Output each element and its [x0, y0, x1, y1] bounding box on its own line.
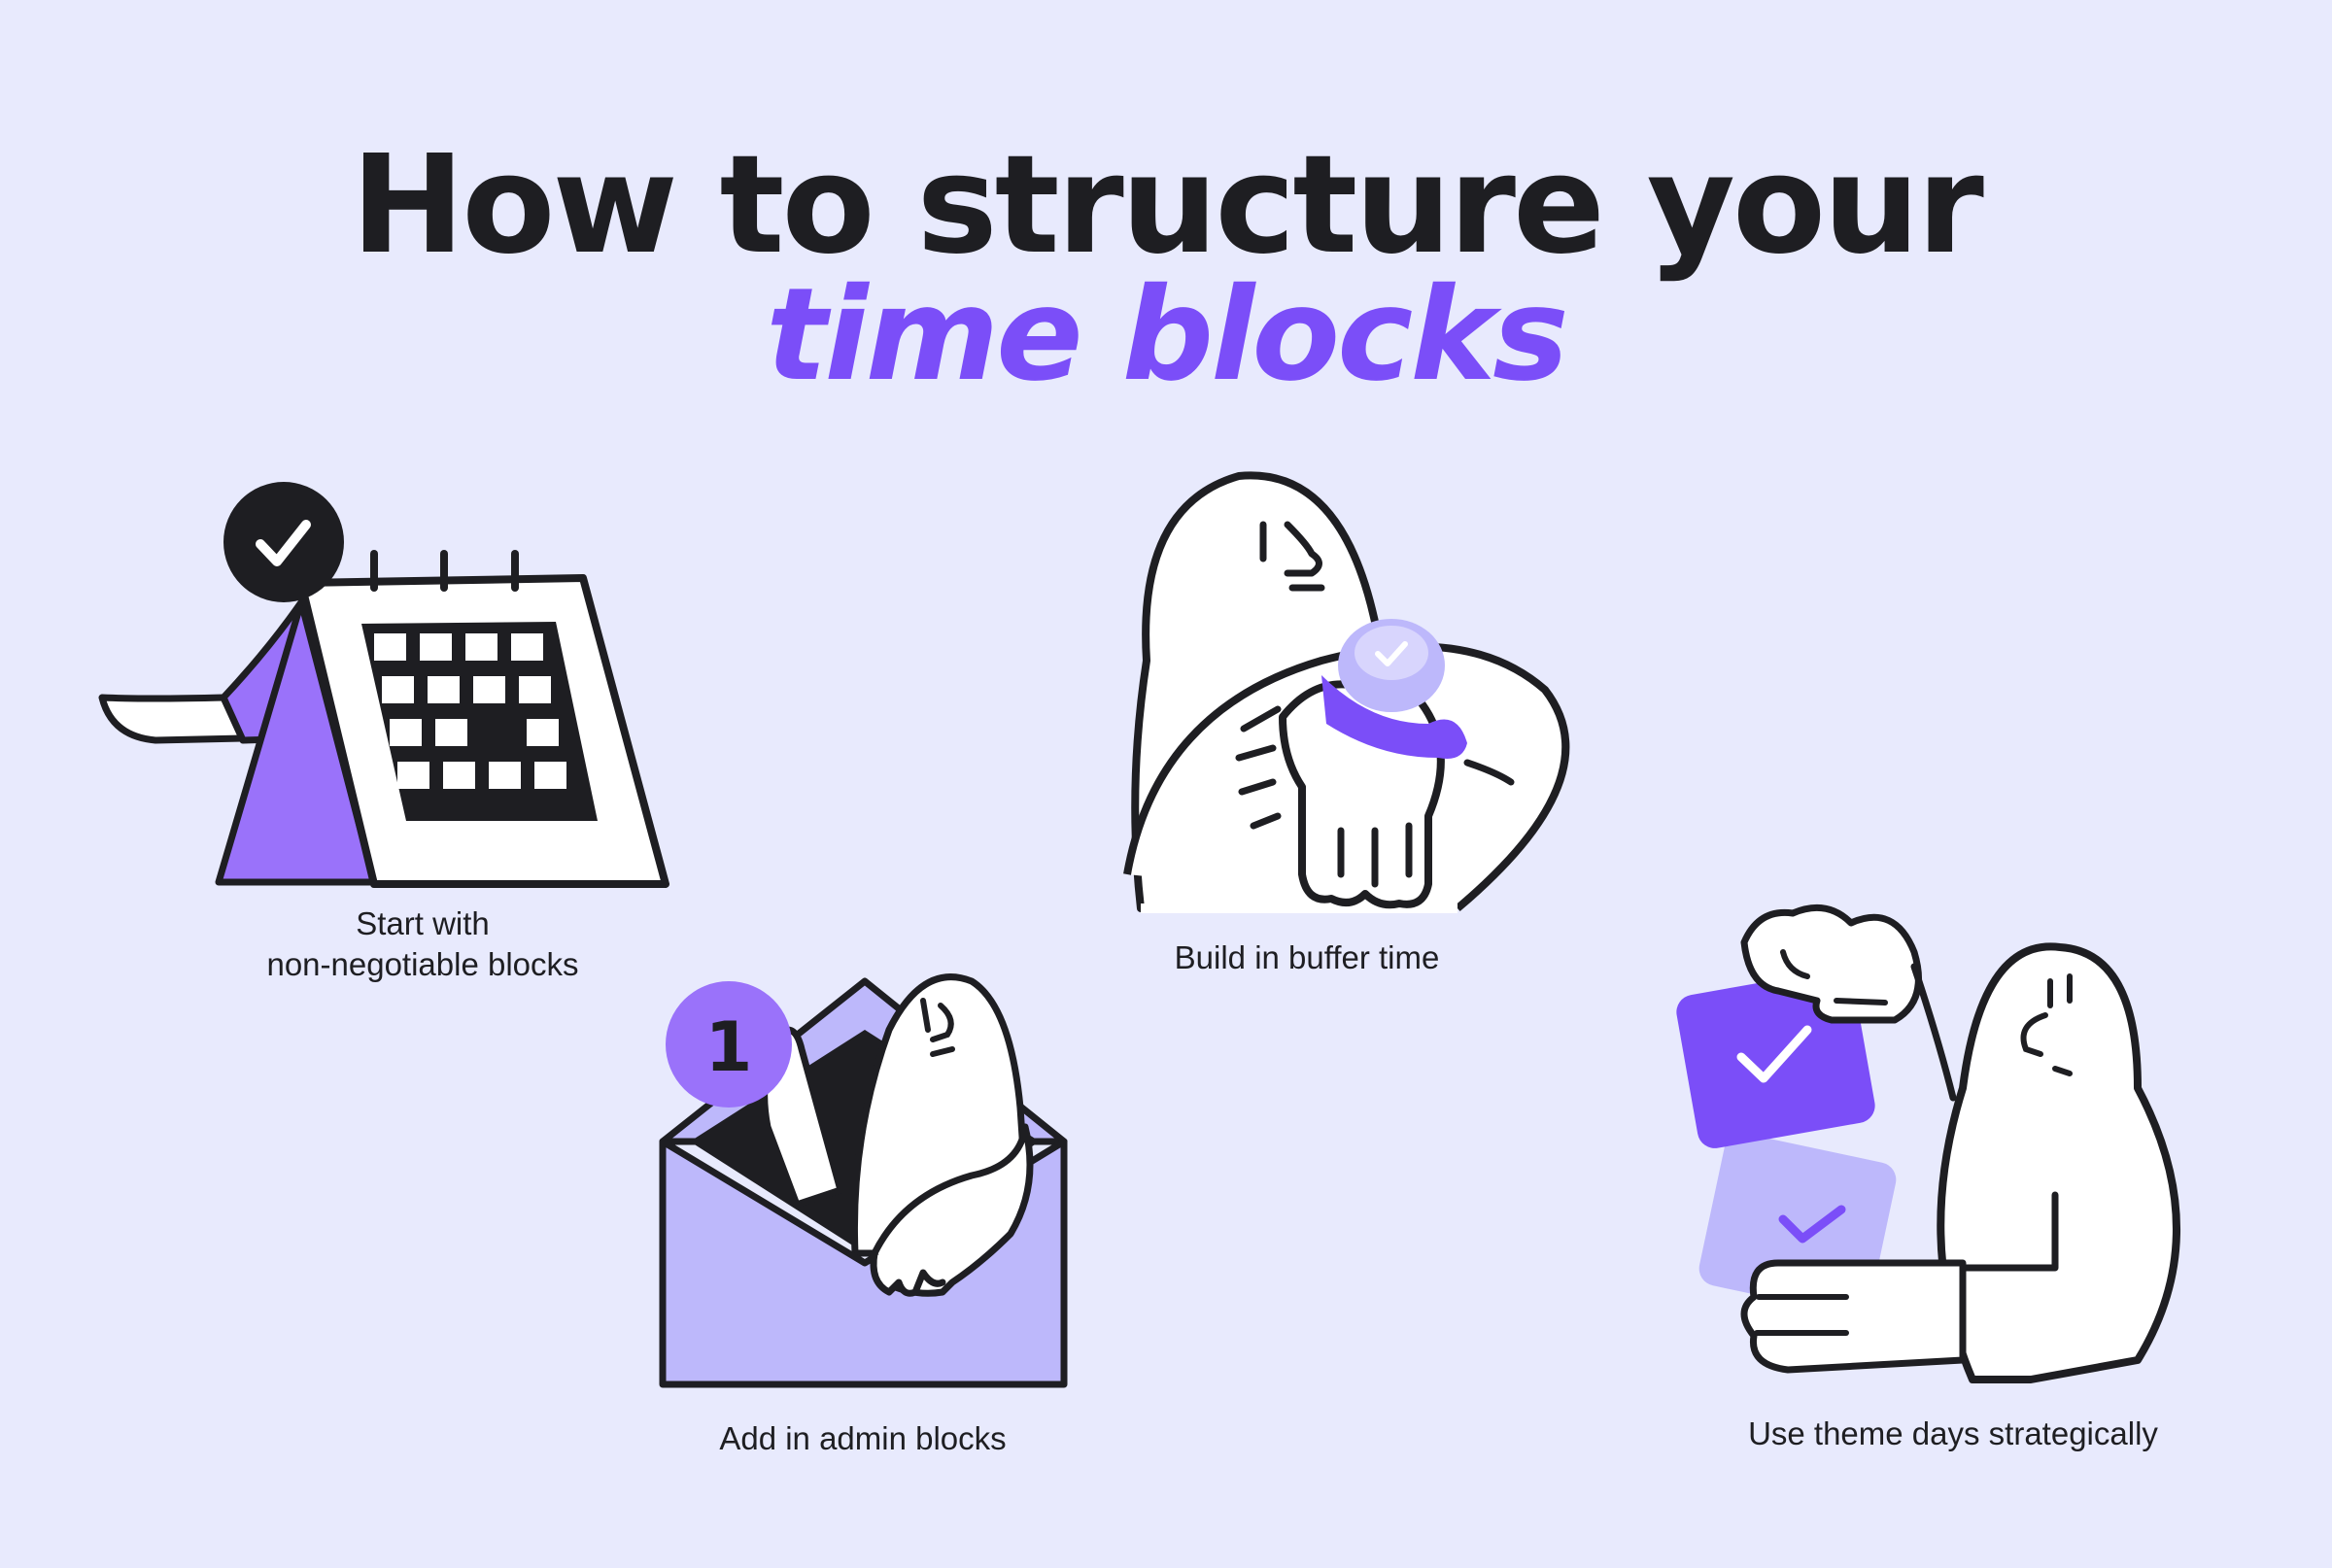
calendar-illustration — [97, 482, 680, 894]
step-1-caption-line-2: non-negotiable blocks — [266, 946, 579, 982]
envelope-notification-icon: 1 — [659, 973, 1068, 1388]
step-1-caption-line-1: Start with — [356, 905, 490, 941]
envelope-illustration: 1 — [651, 962, 1079, 1389]
calendar-grid — [361, 622, 598, 821]
check-badge — [223, 482, 344, 602]
title-line-2: time blocks — [766, 260, 1568, 410]
notification-badge-count: 1 — [705, 1007, 753, 1087]
watch-illustration — [1117, 466, 1623, 913]
notification-badge — [666, 981, 792, 1108]
step-1-caption: Start with non-negotiable blocks — [131, 903, 714, 985]
wristwatch-check-icon — [1123, 471, 1570, 913]
title-line-1: How to structure your — [351, 126, 1984, 285]
theme-cards-icon — [1676, 903, 2180, 1383]
calendar-check-icon — [98, 482, 669, 888]
step-4-caption: Use theme days strategically — [1748, 1415, 2158, 1451]
step-3-caption: Add in admin blocks — [719, 1420, 1007, 1456]
theme-cards-illustration — [1671, 894, 2180, 1399]
step-2-caption: Build in buffer time — [1174, 939, 1440, 975]
